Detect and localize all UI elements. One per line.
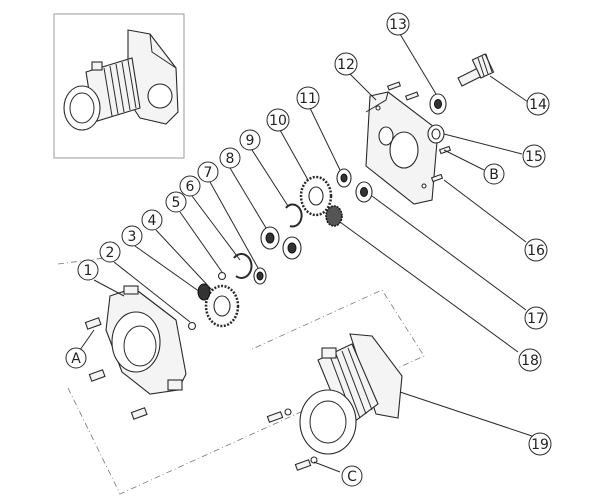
callout-label: 7 — [204, 165, 213, 181]
circlip-9 — [285, 203, 303, 228]
callout-label: 3 — [128, 229, 137, 245]
dowel-pins — [386, 81, 452, 183]
callout-15: 15 — [522, 144, 546, 168]
bearing-8 — [260, 226, 280, 250]
callout-7: 7 — [197, 161, 219, 183]
callout-a: A — [65, 347, 87, 369]
callout-label: 11 — [299, 91, 317, 107]
motor-endcap — [299, 389, 357, 455]
bolts-a — [84, 317, 148, 420]
small-washer-2 — [217, 271, 227, 281]
callout-16: 16 — [524, 238, 548, 262]
callout-3: 3 — [121, 225, 143, 247]
second-stage-gear — [299, 175, 343, 227]
callout-label: 2 — [106, 245, 115, 261]
callout-label: 18 — [521, 353, 539, 369]
front-housing — [105, 285, 187, 395]
callout-19: 19 — [528, 432, 552, 456]
inset-assembled-view — [53, 13, 185, 159]
callout-label: 15 — [525, 149, 543, 165]
bearing-13 — [429, 93, 447, 115]
callout-9: 9 — [239, 129, 261, 151]
callout-label: 17 — [527, 311, 545, 327]
circlip — [233, 253, 253, 279]
callout-label: 12 — [337, 57, 355, 73]
bearing-11 — [336, 168, 352, 188]
callout-label: B — [489, 167, 499, 183]
callout-label: 16 — [527, 243, 545, 259]
callout-label: 10 — [269, 113, 287, 129]
output-shaft — [457, 53, 495, 87]
callout-12: 12 — [334, 52, 358, 76]
callout-label: 6 — [186, 179, 195, 195]
callout-label: C — [347, 469, 357, 485]
callout-label: 13 — [389, 17, 407, 33]
callout-18: 18 — [518, 348, 542, 372]
bolts-c — [266, 408, 318, 471]
bearing-17 — [355, 181, 373, 203]
callout-1: 1 — [77, 259, 99, 281]
inset-motor-endcap — [63, 85, 101, 131]
callout-11: 11 — [296, 86, 320, 110]
callout-c: C — [341, 465, 363, 487]
bearing-9b — [282, 236, 302, 260]
seal-15 — [427, 124, 445, 144]
callout-5: 5 — [165, 191, 187, 213]
callout-label: A — [71, 351, 81, 367]
callout-label: 19 — [531, 437, 549, 453]
callout-10: 10 — [266, 108, 290, 132]
mounting-plane-outline — [57, 257, 425, 495]
first-stage-gear — [197, 283, 240, 328]
callout-label: 9 — [246, 133, 255, 149]
callout-6: 6 — [179, 175, 201, 197]
leader-lines — [79, 33, 533, 473]
rear-cover — [365, 91, 439, 205]
callout-17: 17 — [524, 306, 548, 330]
callout-label: 5 — [172, 195, 181, 211]
callout-8: 8 — [219, 147, 241, 169]
callout-label: 8 — [226, 151, 235, 167]
small-washer — [187, 321, 197, 331]
callout-label: 14 — [529, 97, 547, 113]
callout-2: 2 — [99, 241, 121, 263]
callout-label: 4 — [148, 213, 157, 229]
motor — [299, 333, 403, 455]
small-bearing — [253, 267, 267, 285]
callout-4: 4 — [141, 209, 163, 231]
callout-b: B — [483, 163, 505, 185]
callout-14: 14 — [526, 92, 550, 116]
callout-label: 1 — [84, 263, 93, 279]
callout-13: 13 — [386, 12, 410, 36]
